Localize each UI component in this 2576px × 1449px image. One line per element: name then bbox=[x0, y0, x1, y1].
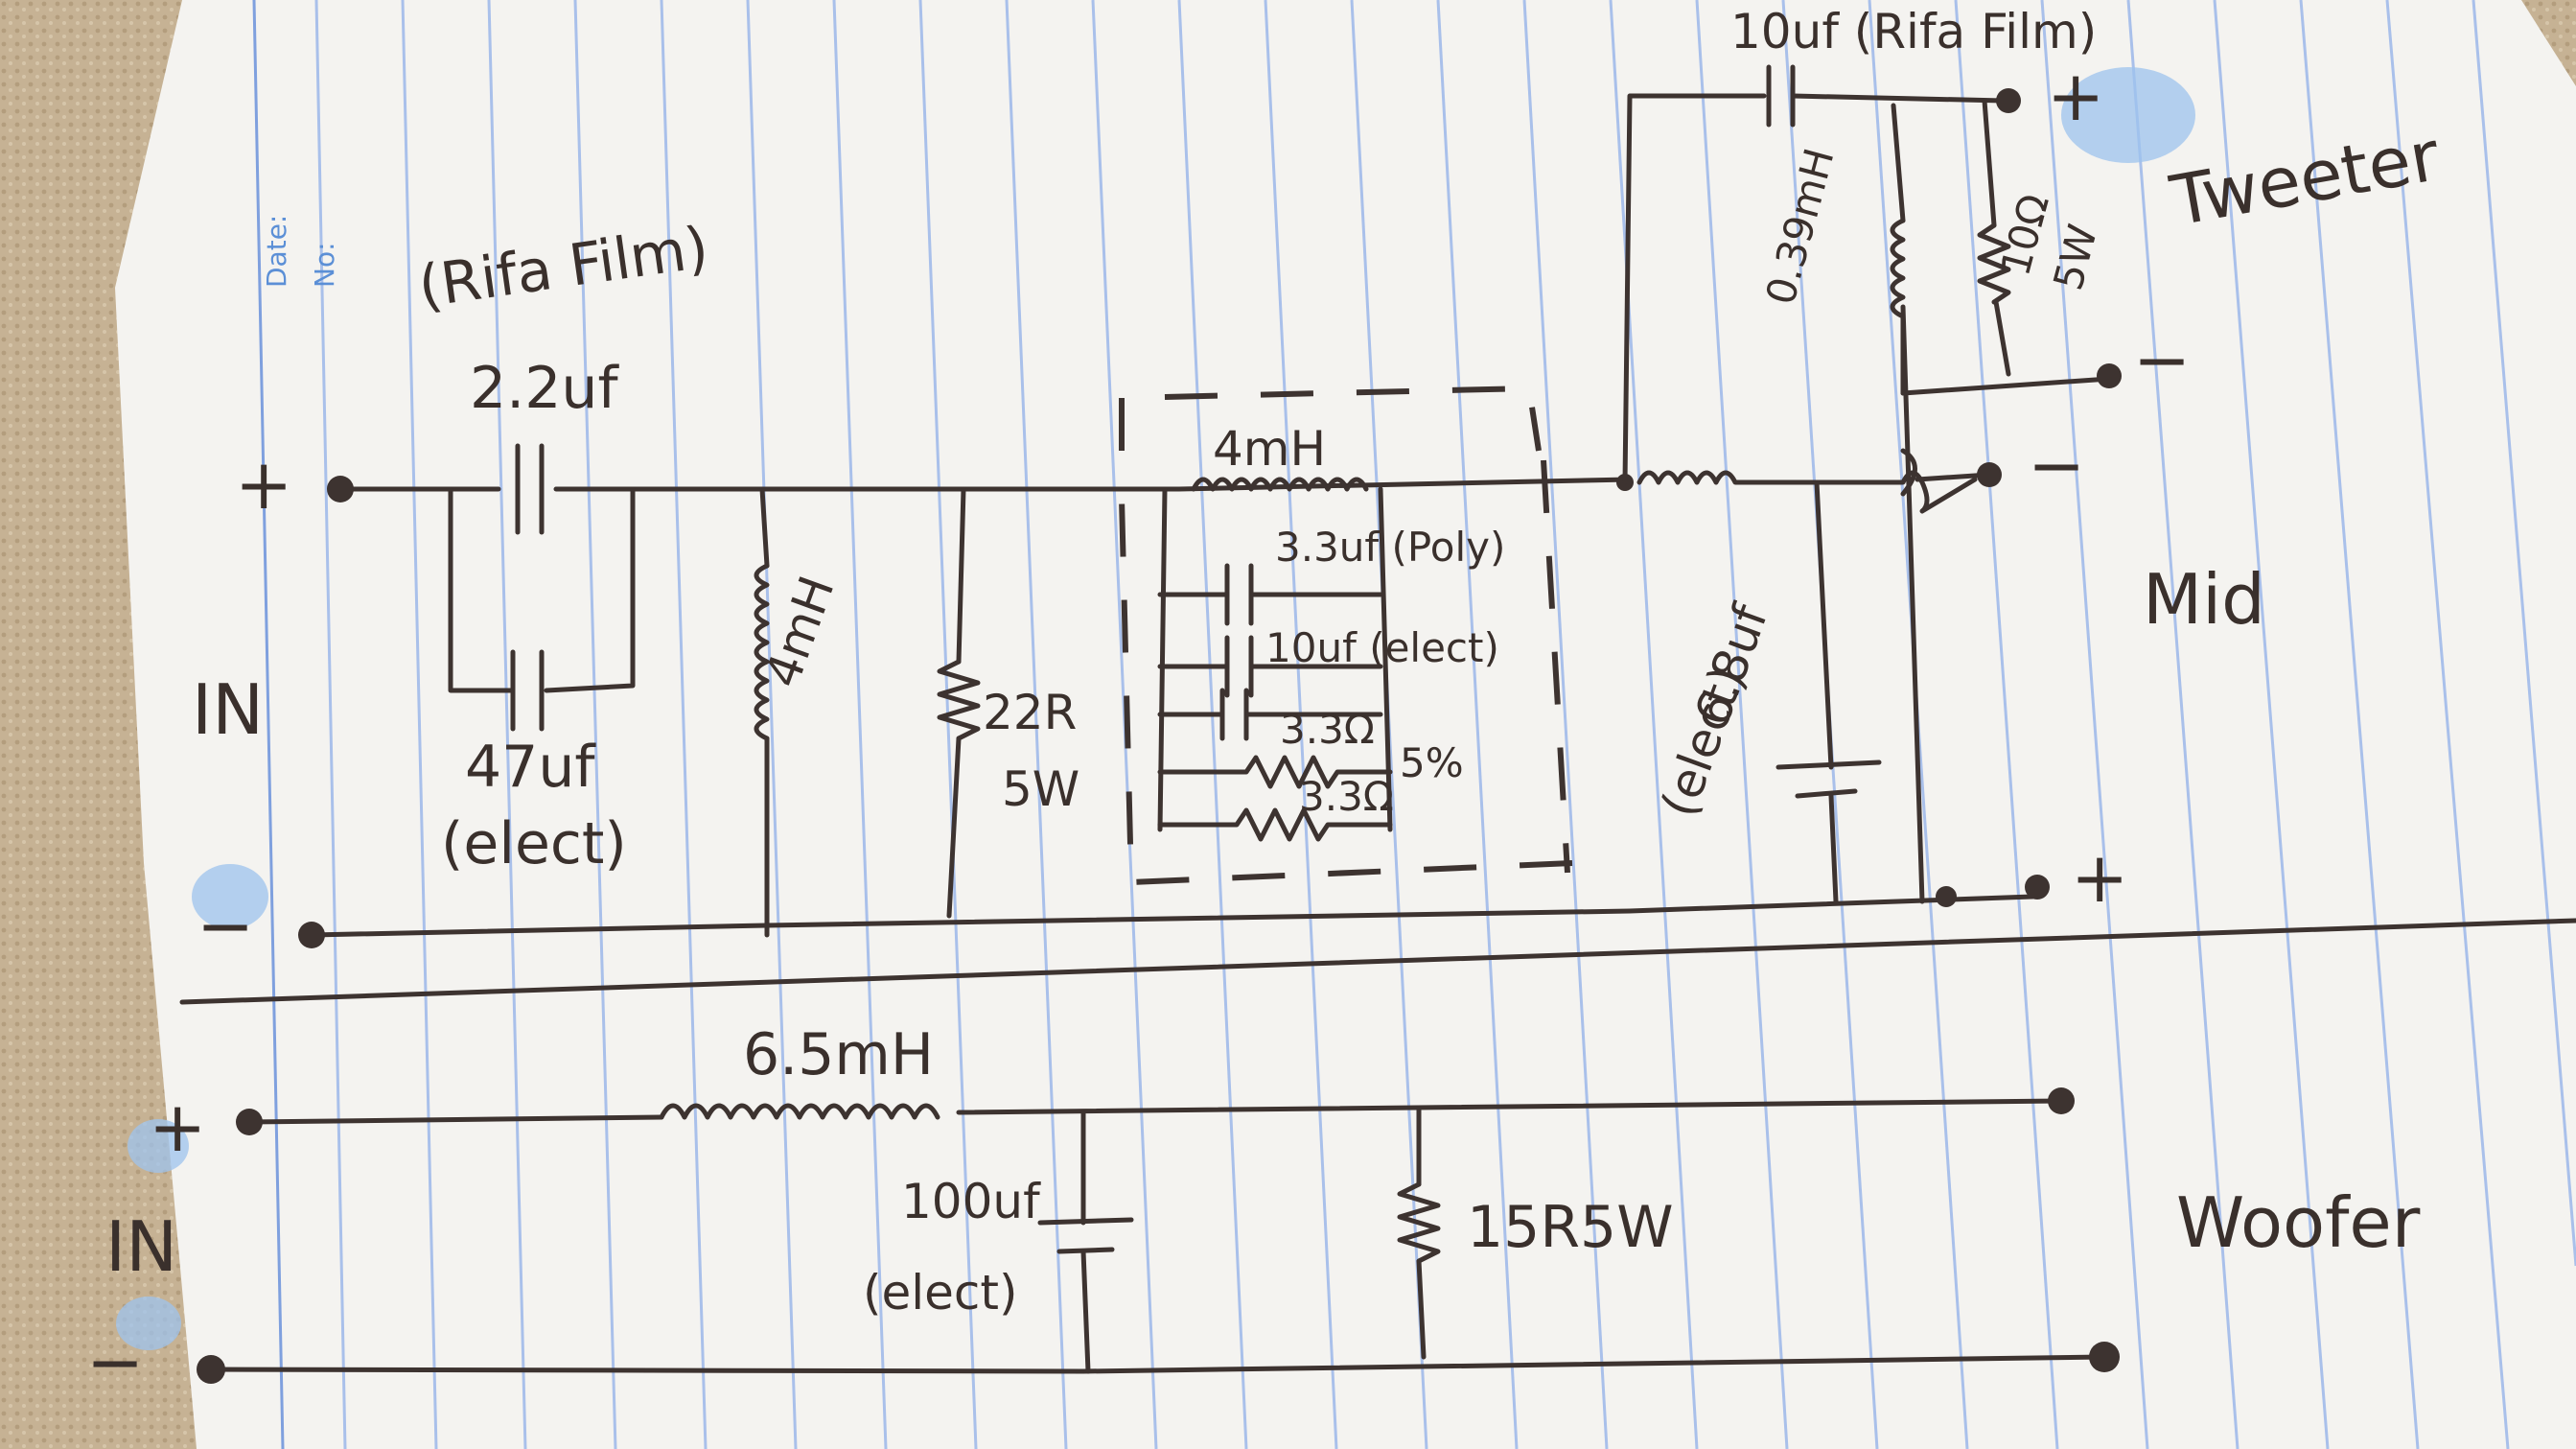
woofer-input-label: IN bbox=[105, 1206, 177, 1287]
woofer-positive-wire bbox=[246, 1098, 2064, 1125]
mid-input-plus-terminal[interactable] bbox=[327, 476, 354, 502]
notch-r2-label: 3.3Ω bbox=[1299, 773, 1394, 820]
tweeter-resistor-10ohm bbox=[1977, 98, 2011, 377]
woofer-cap-value-label: 100uf bbox=[901, 1174, 1041, 1229]
woofer-input-minus-label: − bbox=[86, 1321, 144, 1402]
c2-value-label: 47uf bbox=[465, 734, 596, 801]
wire-crossover-hop bbox=[1900, 448, 1917, 497]
woofer-plus-terminal[interactable] bbox=[2048, 1087, 2075, 1114]
tweeter-negative-wire bbox=[1900, 376, 2112, 396]
mid-input-negative-wire bbox=[309, 894, 2035, 938]
tweeter-minus-terminal[interactable] bbox=[2097, 363, 2122, 388]
capacitor-2-2uf bbox=[515, 443, 545, 535]
notch-r1-label: 3.3Ω bbox=[1280, 706, 1375, 753]
preprinted-date-label: Date: bbox=[261, 215, 292, 288]
mid-label: Mid bbox=[2143, 559, 2265, 640]
woofer-label: Woofer bbox=[2176, 1182, 2421, 1263]
woofer-input-plus-terminal[interactable] bbox=[236, 1109, 263, 1135]
mid-input-minus-terminal[interactable] bbox=[298, 922, 325, 948]
shunt-resistor-value-label: 22R bbox=[983, 685, 1077, 740]
mid-input-minus-label: − bbox=[197, 885, 254, 966]
mid-tweeter-rail bbox=[1891, 103, 1957, 907]
notebook-paper bbox=[115, 0, 2576, 1449]
notch-filter-network bbox=[1157, 477, 1393, 842]
shunt-resistor-power-label: 5W bbox=[1002, 761, 1079, 817]
tweeter-plus-label: + bbox=[2047, 56, 2104, 136]
notch-inductor-label: 4mH bbox=[1213, 421, 1326, 477]
woofer-series-inductor-6-5mh bbox=[659, 1103, 940, 1120]
capacitor-47uf-bypass bbox=[448, 486, 636, 693]
tweeter-shunt-inductor bbox=[1890, 218, 1906, 396]
section-divider bbox=[179, 918, 2576, 1005]
notch-filter-box bbox=[1119, 385, 1573, 886]
mid-input-label: IN bbox=[192, 669, 264, 750]
ink-smudges bbox=[116, 67, 2195, 1350]
woofer-cap-note-label: (elect) bbox=[863, 1265, 1018, 1320]
mid-minus-terminal[interactable] bbox=[1977, 462, 2002, 487]
woofer-shunt-capacitor-100uf bbox=[1037, 1110, 1134, 1374]
notch-c2-label: 10uf (elect) bbox=[1265, 624, 1499, 671]
tweeter-plus-terminal[interactable] bbox=[1996, 88, 2021, 113]
mid-input-plus-label: + bbox=[235, 444, 292, 525]
shunt-inductor-4mh bbox=[754, 486, 770, 938]
tweeter-capacitor-10uf bbox=[1766, 64, 1796, 128]
notch-tolerance-label: 5% bbox=[1400, 739, 1464, 786]
mid-plus-terminal[interactable] bbox=[2025, 875, 2050, 900]
mid-shunt-capacitor-6-8uf bbox=[1775, 479, 1882, 904]
tweeter-cap-label: 10uf (Rifa Film) bbox=[1730, 4, 2097, 59]
tweeter-feed-wire bbox=[1622, 93, 2007, 485]
tweeter-minus-label: − bbox=[2133, 319, 2191, 400]
woofer-resistor-label: 15R5W bbox=[1467, 1194, 1674, 1261]
mid-minus-label: − bbox=[2028, 425, 2085, 505]
woofer-shunt-resistor-15r5w bbox=[1397, 1105, 1441, 1360]
woofer-minus-terminal[interactable] bbox=[2089, 1342, 2120, 1372]
c2-note-label: (elect) bbox=[441, 810, 627, 877]
preprinted-no-label: No: bbox=[309, 242, 340, 288]
shunt-resistor-22r bbox=[937, 486, 981, 919]
woofer-inductor-label: 6.5mH bbox=[743, 1021, 934, 1088]
notch-c1-label: 3.3uf (Poly) bbox=[1275, 524, 1505, 571]
mid-plus-label: + bbox=[2071, 837, 2128, 918]
woofer-negative-wire bbox=[208, 1354, 2107, 1374]
ruled-lines bbox=[314, 0, 2576, 1449]
woofer-input-plus-label: + bbox=[149, 1087, 206, 1167]
margin-line bbox=[252, 0, 285, 1449]
capacitor-47uf bbox=[510, 649, 545, 732]
c1-value-label: 2.2uf bbox=[470, 355, 619, 422]
woofer-input-minus-terminal[interactable] bbox=[197, 1355, 225, 1384]
